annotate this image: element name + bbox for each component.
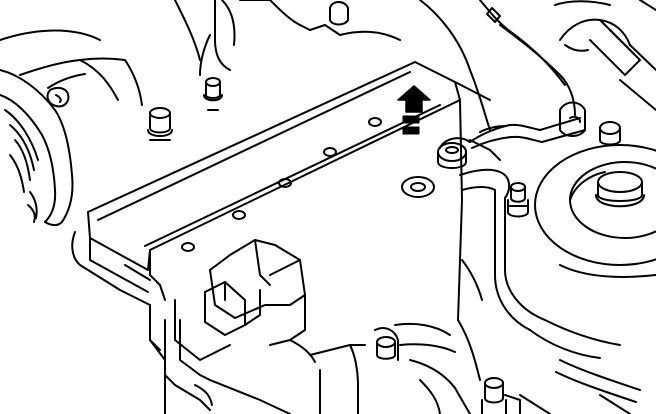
cell-cap [182, 243, 194, 251]
cell-cap [279, 179, 291, 187]
lower-center-components [290, 324, 550, 414]
cell-cap [324, 148, 336, 156]
terminal-washer [402, 177, 434, 197]
fuse-relay-box [165, 240, 305, 410]
lower-right-cable [556, 360, 640, 414]
cell-cap [233, 211, 245, 219]
upper-center-components [148, 0, 400, 140]
battery-tray [458, 170, 620, 380]
battery-side-face [458, 100, 462, 320]
lower-left-components [72, 232, 290, 414]
front-direction-arrow-icon [398, 86, 430, 134]
air-intake-hose [0, 70, 73, 225]
upper-left-hose [0, 31, 142, 107]
battery-cap-strip [145, 105, 440, 246]
upper-right-components [420, 0, 656, 145]
strut-tower [535, 145, 656, 277]
battery-top-face [88, 62, 460, 270]
battery [88, 62, 490, 320]
cell-cap [369, 118, 381, 126]
battery-terminal [438, 138, 470, 168]
battery-cable [470, 118, 585, 160]
mount-bolt-right [508, 183, 528, 217]
